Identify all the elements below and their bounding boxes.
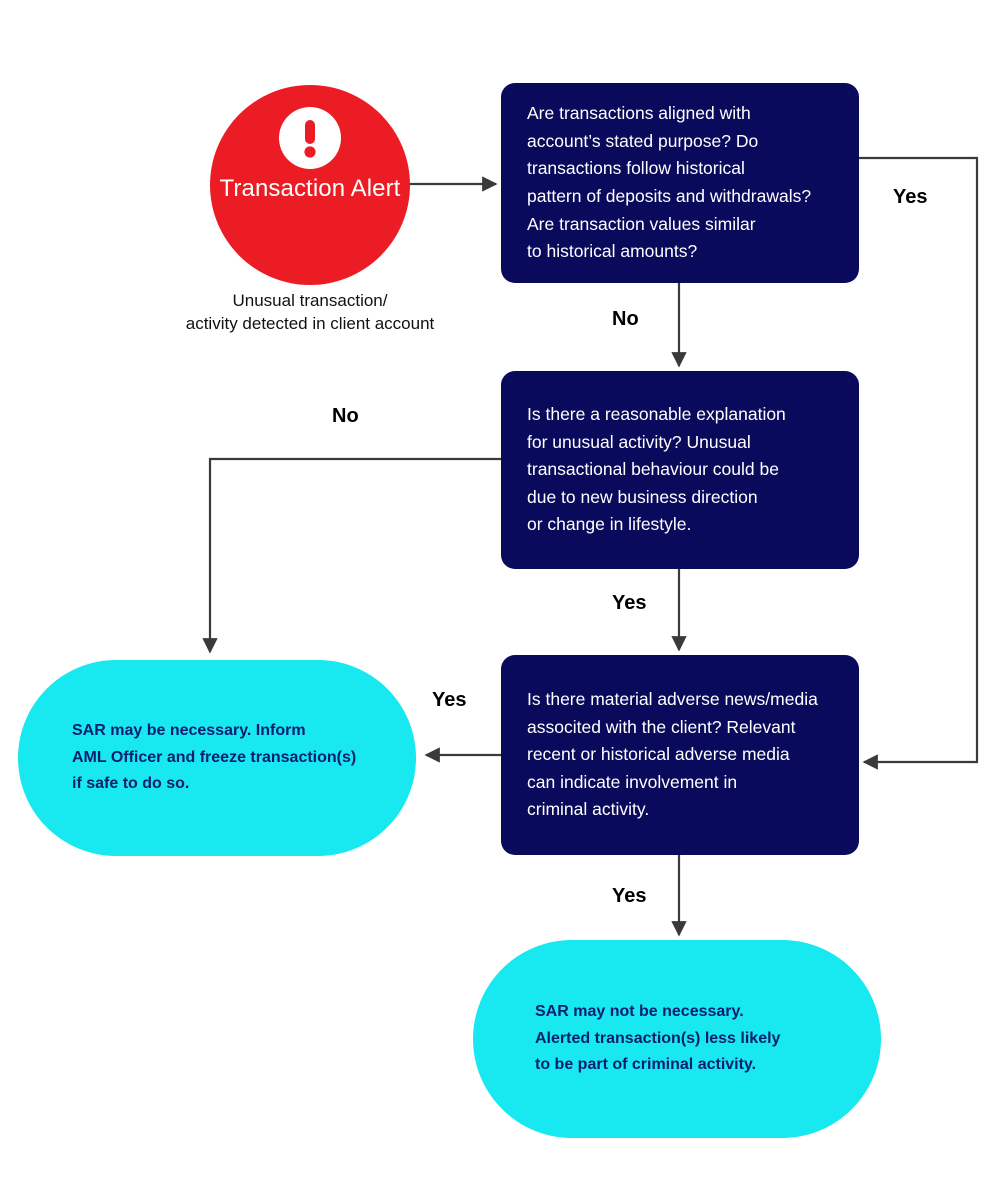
edge-box2-no-to-outcome1	[202, 457, 501, 654]
edge-label-box1-yes: Yes	[893, 186, 928, 208]
edge-box1-yes-to-box3	[859, 156, 979, 770]
transaction-alert-node: Transaction Alert	[210, 85, 410, 285]
edge-label-box3-yes-left: Yes	[432, 689, 467, 711]
alert-caption: Unusual transaction/ activity detected i…	[185, 291, 435, 333]
edge-label-box2-yes: Yes	[612, 592, 647, 614]
decision-box-3-text: Is there material adverse news/media ass…	[527, 688, 818, 820]
decision-box-transaction-alignment[interactable]: Are transactions aligned with account’s …	[501, 83, 859, 283]
edge-label-box1-no: No	[612, 308, 639, 330]
transaction-alert-label: Transaction Alert	[219, 175, 401, 202]
outcome-2-text: SAR may not be necessary. Alerted transa…	[535, 1002, 781, 1074]
outcome-sar-necessary[interactable]: SAR may be necessary. Inform AML Officer…	[18, 660, 416, 856]
outcome-sar-not-necessary[interactable]: SAR may not be necessary. Alerted transa…	[473, 940, 881, 1138]
outcome-1-text: SAR may be necessary. Inform AML Officer…	[72, 721, 357, 793]
decision-box-1-text: Are transactions aligned with account’s …	[527, 103, 812, 262]
exclamation-mark-icon	[279, 107, 341, 169]
decision-box-adverse-media[interactable]: Is there material adverse news/media ass…	[501, 655, 859, 855]
edge-label-box3-yes-down: Yes	[612, 885, 647, 907]
edge-label-box2-no: No	[332, 405, 359, 427]
decision-box-reasonable-explanation[interactable]: Is there a reasonable explanation for un…	[501, 371, 859, 569]
decision-box-2-text: Is there a reasonable explanation for un…	[527, 403, 786, 535]
